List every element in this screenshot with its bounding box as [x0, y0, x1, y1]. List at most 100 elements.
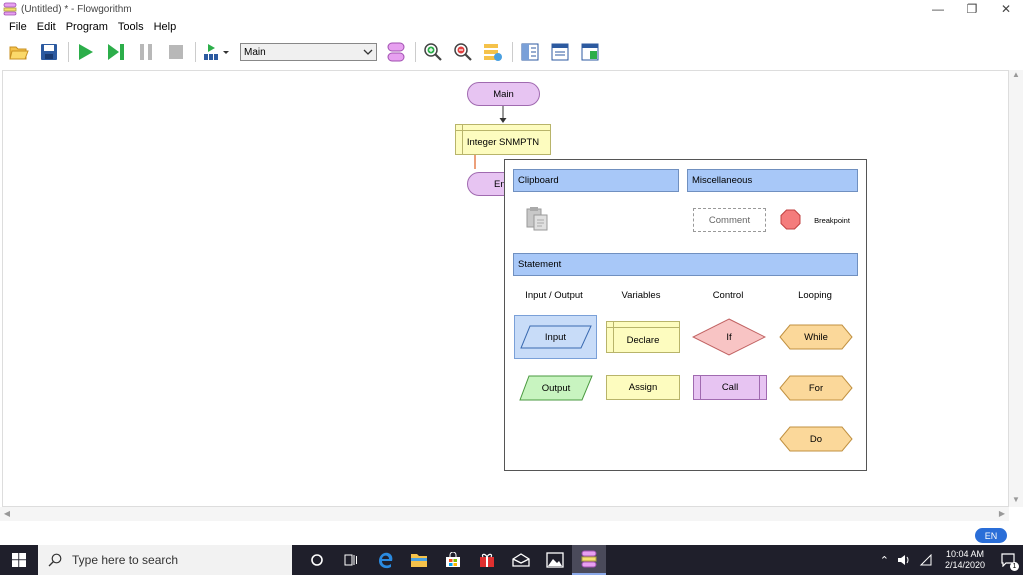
flowgorithm-icon [581, 550, 597, 568]
flowgorithm-taskbar-button[interactable] [572, 545, 606, 575]
toolbar-separator [512, 42, 513, 62]
search-placeholder: Type here to search [72, 553, 179, 567]
mail-button[interactable] [504, 545, 538, 575]
vertical-scrollbar[interactable]: ▲ ▼ [1009, 70, 1023, 507]
declare-shape-label: Declare [626, 334, 660, 346]
stop-button[interactable] [165, 41, 187, 63]
network-icon[interactable] [919, 554, 933, 566]
source-view-button[interactable] [579, 41, 601, 63]
volume-icon[interactable] [897, 554, 911, 566]
column-control: Control [712, 290, 744, 301]
taskbar-clock[interactable]: 10:04 AM 2/14/2020 [945, 549, 985, 571]
start-button[interactable] [0, 545, 38, 575]
toolbar-separator [68, 42, 69, 62]
menu-tools[interactable]: Tools [117, 20, 144, 33]
for-shape[interactable]: For [779, 375, 853, 401]
if-label: If [726, 331, 732, 343]
flow-connector-selected[interactable] [470, 155, 480, 173]
miscellaneous-header-label: Miscellaneous [692, 175, 753, 186]
run-speed-button[interactable] [202, 41, 232, 63]
call-left-bar [700, 376, 701, 399]
start-terminal[interactable]: Main [467, 82, 540, 106]
run-button[interactable] [75, 41, 97, 63]
console-icon [551, 43, 569, 61]
output-label: Output [541, 382, 571, 394]
mail-icon [512, 553, 530, 567]
declare-block[interactable]: Integer SNMPTN [455, 124, 551, 155]
save-icon [41, 44, 57, 60]
horizontal-scrollbar[interactable]: ◀ ▶ [0, 507, 1009, 521]
variable-watch-button[interactable] [482, 41, 504, 63]
assign-shape[interactable]: Assign [606, 375, 680, 400]
breakpoint-label[interactable]: Breakpoint [814, 215, 850, 225]
scroll-right-icon[interactable]: ▶ [998, 509, 1006, 518]
clipboard-header-label: Clipboard [518, 175, 559, 186]
menu-file[interactable]: File [9, 20, 27, 33]
do-hexagon [779, 426, 853, 452]
clipboard-header: Clipboard [513, 169, 679, 192]
store-button[interactable] [436, 545, 470, 575]
pause-button[interactable] [135, 41, 157, 63]
assign-label: Assign [628, 382, 658, 393]
toolbar-separator [195, 42, 196, 62]
chevron-down-icon [363, 49, 373, 55]
window-title: (Untitled) * - Flowgorithm [21, 3, 132, 15]
taskbar-search-box[interactable]: Type here to search [38, 545, 292, 575]
language-badge[interactable]: EN [975, 528, 1007, 543]
do-label: Do [809, 433, 823, 445]
comment-shape[interactable]: Comment [693, 208, 766, 232]
chevron-up-icon[interactable]: ⌃ [879, 554, 889, 567]
store-icon [446, 552, 460, 567]
cortana-icon [311, 554, 323, 566]
breakpoint-icon[interactable] [780, 209, 801, 230]
title-bar: (Untitled) * - Flowgorithm — ❐ ✕ [0, 0, 1023, 18]
scroll-down-icon[interactable]: ▼ [1012, 495, 1020, 504]
manage-functions-button[interactable] [385, 41, 407, 63]
scroll-left-icon[interactable]: ◀ [3, 509, 11, 518]
stop-icon [169, 45, 183, 59]
save-button[interactable] [38, 41, 60, 63]
menu-program[interactable]: Program [65, 20, 108, 33]
zoom-out-button[interactable] [452, 41, 474, 63]
function-select[interactable]: Main [240, 43, 377, 61]
file-explorer-button[interactable] [402, 545, 436, 575]
task-view-button[interactable] [334, 545, 368, 575]
flow-connector[interactable] [498, 106, 508, 124]
call-shape[interactable]: Call [693, 375, 767, 400]
cortana-button[interactable] [300, 545, 334, 575]
input-shape[interactable]: Input [514, 315, 597, 359]
step-button[interactable] [105, 41, 127, 63]
flowgorithm-app-icon [3, 2, 17, 16]
clock-date: 2/14/2020 [944, 560, 985, 570]
function-select-value: Main [244, 46, 266, 58]
zoom-in-button[interactable] [422, 41, 444, 63]
edge-icon [379, 552, 393, 569]
declare-shape[interactable]: Declare [606, 321, 680, 353]
while-shape[interactable]: While [779, 324, 853, 350]
while-label: While [804, 331, 828, 343]
action-center-button[interactable]: 1 [993, 545, 1023, 575]
photos-button[interactable] [538, 545, 572, 575]
console-button[interactable] [549, 41, 571, 63]
input-parallelogram [520, 325, 592, 349]
paste-icon[interactable] [525, 206, 551, 232]
edge-button[interactable] [368, 545, 402, 575]
layout-button[interactable] [519, 41, 541, 63]
output-shape[interactable]: Output [519, 375, 593, 401]
functions-icon [387, 42, 405, 62]
open-button[interactable] [8, 41, 30, 63]
menu-edit[interactable]: Edit [36, 20, 56, 33]
folder-icon [411, 554, 427, 567]
maximize-icon[interactable]: ❐ [966, 2, 978, 16]
minimize-icon[interactable]: — [932, 2, 944, 16]
pause-icon [140, 44, 152, 60]
close-icon[interactable]: ✕ [1000, 2, 1012, 16]
while-hexagon [779, 324, 853, 350]
scroll-up-icon[interactable]: ▲ [1012, 70, 1020, 79]
do-shape[interactable]: Do [779, 426, 853, 452]
for-label: For [808, 382, 824, 394]
menu-help[interactable]: Help [153, 20, 177, 33]
gift-app-button[interactable] [470, 545, 504, 575]
toolbar: Main [0, 36, 1023, 68]
if-shape[interactable]: If [692, 318, 766, 356]
